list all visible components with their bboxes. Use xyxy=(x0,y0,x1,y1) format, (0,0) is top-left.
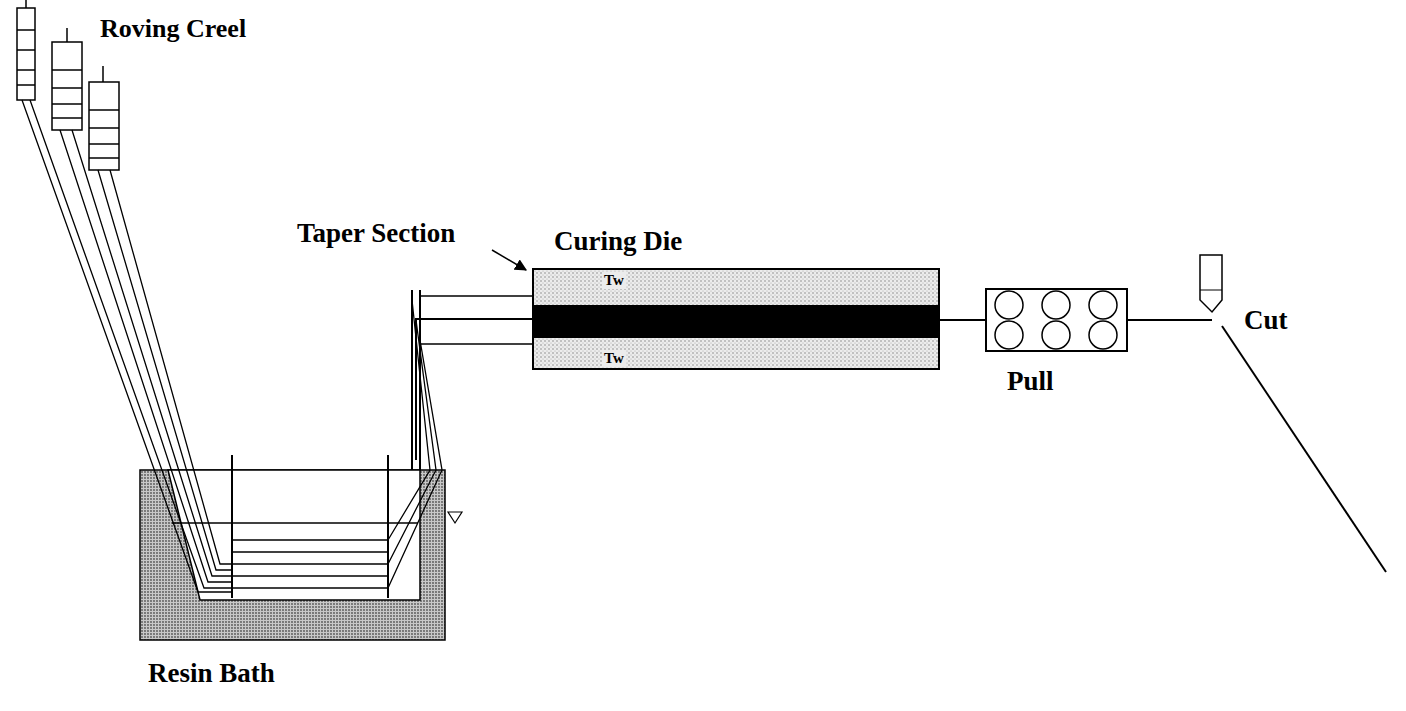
fibre xyxy=(232,587,388,588)
spool-winding xyxy=(89,127,119,129)
cutter-blade xyxy=(1200,255,1222,312)
wall-temperature: Tw xyxy=(602,272,626,289)
spool-winding xyxy=(52,117,82,119)
fibre xyxy=(22,100,232,592)
spool-winding xyxy=(52,87,82,89)
spool-winding xyxy=(89,143,119,145)
cured-profile xyxy=(532,305,940,338)
spool-stem xyxy=(66,28,68,42)
spool-winding xyxy=(17,69,35,71)
fibre xyxy=(388,300,430,540)
taper-tube xyxy=(420,343,532,345)
roller xyxy=(995,321,1023,349)
resin-bath: Resin Bath xyxy=(140,460,445,645)
fibre xyxy=(232,551,388,552)
spool-winding xyxy=(17,84,35,86)
spool-stem xyxy=(102,66,104,82)
roller xyxy=(1089,321,1117,349)
cut-label: Cut xyxy=(1244,305,1288,336)
roving-spool xyxy=(89,66,119,170)
curing-die: Curing DieTwTw xyxy=(532,268,940,370)
spool-winding xyxy=(17,29,35,31)
spool-winding xyxy=(89,109,119,111)
fibre-path xyxy=(416,319,532,460)
spool-body xyxy=(89,82,119,170)
puller-rollers xyxy=(995,291,1117,349)
puller-box: Pull xyxy=(985,288,1128,352)
roller xyxy=(995,291,1023,319)
wall-temperature: Tw xyxy=(602,350,626,367)
roller xyxy=(1042,321,1070,349)
bath-housing xyxy=(140,470,445,640)
bath-post xyxy=(411,290,413,470)
roving-spool xyxy=(17,0,35,100)
profile-line xyxy=(1128,319,1212,321)
roller xyxy=(1042,291,1070,319)
roving-fibres xyxy=(22,100,442,592)
fibre xyxy=(232,563,388,564)
fibre xyxy=(388,340,442,588)
spool-stem xyxy=(25,0,27,8)
blade-edge xyxy=(1200,290,1222,291)
fibre xyxy=(72,130,232,576)
spool-winding xyxy=(52,69,82,71)
spool-body xyxy=(17,8,35,100)
fibre-path xyxy=(940,319,985,321)
leader-arrow xyxy=(492,250,526,270)
spool-winding xyxy=(89,157,119,159)
fibre xyxy=(110,170,232,564)
bath-label: Resin Bath xyxy=(148,658,275,689)
puller-label: Pull xyxy=(1007,366,1054,397)
spool-winding xyxy=(17,49,35,51)
fibre xyxy=(232,539,388,540)
die-heading: Curing Die xyxy=(554,226,682,257)
fibre xyxy=(60,130,232,582)
die-body xyxy=(532,268,940,370)
cut-piece xyxy=(1222,326,1386,572)
taper-tube xyxy=(420,295,532,297)
spool-winding xyxy=(52,103,82,105)
taper-label: Taper Section xyxy=(297,218,455,249)
spool-body xyxy=(52,42,82,130)
level-mark xyxy=(448,512,462,523)
fibre xyxy=(98,170,232,570)
fibre xyxy=(30,100,232,588)
roving-spool xyxy=(52,28,82,130)
fibre xyxy=(232,575,388,576)
creel-label: Roving Creel xyxy=(100,14,246,44)
fibre xyxy=(388,320,436,564)
roller xyxy=(1089,291,1117,319)
